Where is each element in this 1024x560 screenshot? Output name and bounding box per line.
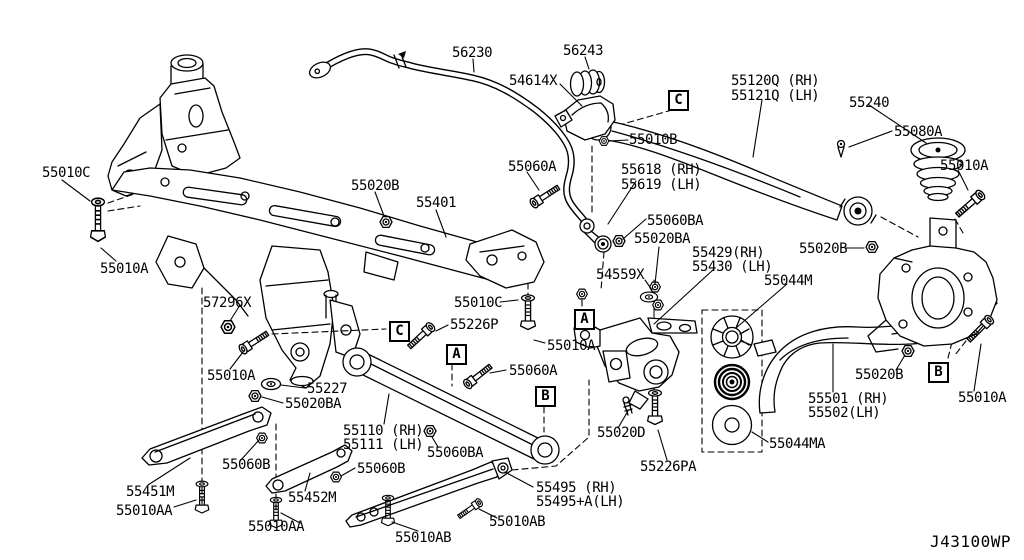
stabilizer-bar-art xyxy=(308,48,590,227)
section-marker-B: B xyxy=(535,386,556,407)
part-label-55020D: 55020D xyxy=(597,425,646,441)
part-label-55452M: 55452M xyxy=(288,490,337,506)
part-label-56230: 56230 xyxy=(452,45,493,61)
part-label-55010AB: 55010AB xyxy=(489,514,546,530)
part-label-55020B: 55020B xyxy=(799,241,848,257)
part-label-55020B: 55020B xyxy=(351,178,400,194)
part-label-55120Q-RH: 55120Q (RH) xyxy=(731,73,820,89)
part-label-57296X: 57296X xyxy=(203,295,252,311)
part-label-55060BA: 55060BA xyxy=(427,445,484,461)
hardware-art xyxy=(89,136,996,529)
part-label-55451M: 55451M xyxy=(126,484,175,500)
part-label-55111-LH: 55111 (LH) xyxy=(343,437,424,453)
part-label-55060A: 55060A xyxy=(508,159,557,175)
drawing-code: J43100WP xyxy=(930,532,1012,551)
part-label-55010A: 55010A xyxy=(547,338,596,354)
stay-brackets-art xyxy=(141,406,513,528)
part-label-54614X: 54614X xyxy=(509,73,558,89)
leader-lines xyxy=(61,56,982,532)
section-marker-A: A xyxy=(574,309,595,330)
part-label-55502-LH: 55502(LH) xyxy=(808,405,881,421)
section-marker-C: C xyxy=(389,321,410,342)
part-label-55060B: 55060B xyxy=(222,457,271,473)
part-label-55044M: 55044M xyxy=(764,273,813,289)
part-label-55060B: 55060B xyxy=(357,461,406,477)
spring-seat-stack-art xyxy=(710,315,754,446)
section-marker-C: C xyxy=(668,90,689,111)
section-marker-B: B xyxy=(928,362,949,383)
part-label-55227: 55227 xyxy=(307,381,348,397)
part-label-55010A: 55010A xyxy=(207,368,256,384)
clip-bolt-icon xyxy=(836,139,846,158)
part-label-55010AB: 55010AB xyxy=(395,530,452,546)
toe-plate-art xyxy=(573,279,698,410)
part-label-55010C: 55010C xyxy=(42,165,91,181)
part-label-54559X: 54559X xyxy=(596,267,645,283)
stud-icon xyxy=(622,396,633,416)
part-label-55010C: 55010C xyxy=(454,295,503,311)
part-label-55618-RH: 55618 (RH) xyxy=(621,162,702,178)
part-label-55619-LH: 55619 (LH) xyxy=(621,177,702,193)
part-label-55401: 55401 xyxy=(416,195,457,211)
part-label-55226P: 55226P xyxy=(450,317,499,333)
knuckle-art xyxy=(867,217,998,353)
part-label-55430-LH: 55430 (LH) xyxy=(692,259,773,275)
part-label-55010A: 55010A xyxy=(940,158,989,174)
part-label-55060A: 55060A xyxy=(509,363,558,379)
part-label-55226PA: 55226PA xyxy=(640,459,697,475)
part-label-55501-RH: 55501 (RH) xyxy=(808,391,889,407)
part-label-55010A: 55010A xyxy=(100,261,149,277)
part-label-55080A: 55080A xyxy=(894,124,943,140)
bump-stopper-art xyxy=(910,137,966,202)
part-label-55110-RH: 55110 (RH) xyxy=(343,423,424,439)
part-label-55020BA: 55020BA xyxy=(634,231,691,247)
subframe-art xyxy=(107,54,545,389)
part-label-55060BA: 55060BA xyxy=(647,213,704,229)
part-label-55240: 55240 xyxy=(849,95,890,111)
part-label-55010AA: 55010AA xyxy=(248,519,305,535)
part-label-55020BA: 55020BA xyxy=(285,396,342,412)
part-label-55495-RH: 55495 (RH) xyxy=(536,480,617,496)
part-label-55429-RH: 55429(RH) xyxy=(692,245,765,261)
part-label-55121Q-LH: 55121Q (LH) xyxy=(731,88,820,104)
stabilizer-mount-art xyxy=(554,69,616,141)
part-label-56243: 56243 xyxy=(563,43,604,59)
part-label-55495+A-LH: 55495+A(LH) xyxy=(536,494,625,510)
part-label-55044MA: 55044MA xyxy=(769,436,826,452)
part-label-55010B: 55010B xyxy=(629,132,678,148)
front-lower-link-art xyxy=(342,347,560,465)
section-marker-A: A xyxy=(446,344,467,365)
part-label-55010AA: 55010AA xyxy=(116,503,173,519)
part-label-55020B: 55020B xyxy=(855,367,904,383)
part-label-55010A: 55010A xyxy=(958,390,1007,406)
connecting-rod-art xyxy=(579,218,612,253)
